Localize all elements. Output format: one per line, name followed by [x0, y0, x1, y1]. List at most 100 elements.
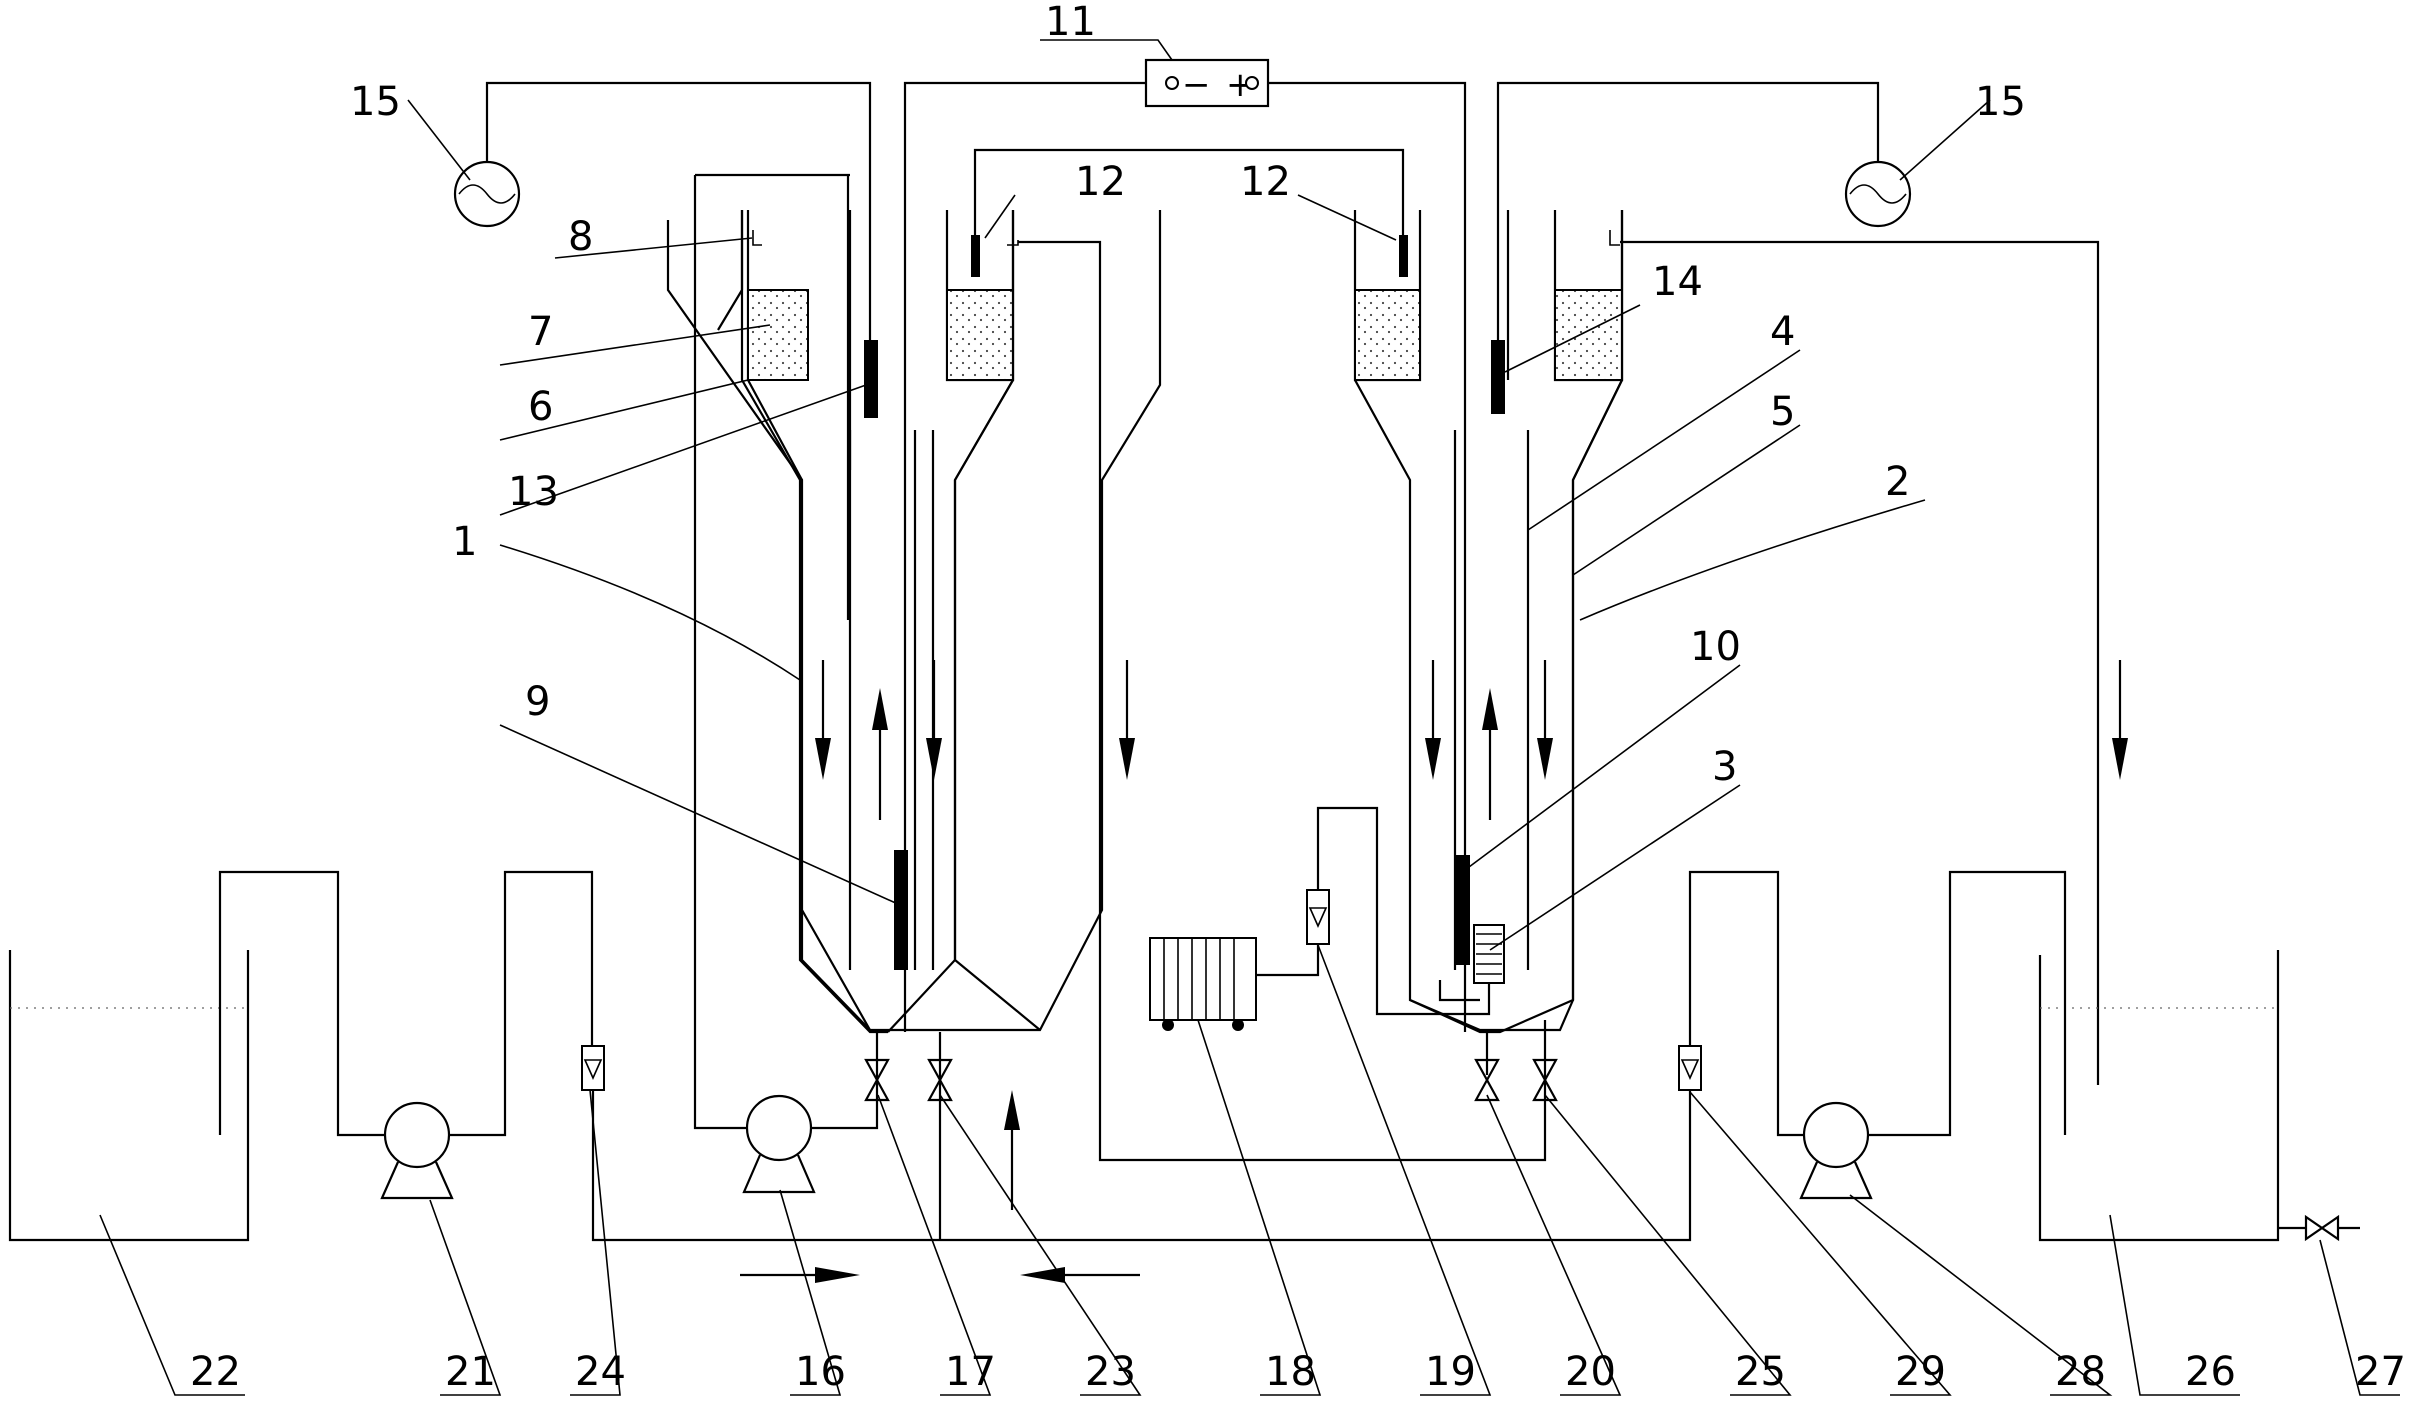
arrow-down-left-b	[926, 660, 942, 780]
label-12-right: 12	[1240, 159, 1291, 205]
leader-10	[1464, 664, 1741, 871]
label-7: 7	[528, 309, 553, 355]
arrow-down-right-a	[1425, 660, 1441, 780]
pipe-pump16-to-valve17	[811, 1032, 879, 1130]
right-outer-right	[1409, 210, 1624, 1034]
wire-electrodes-12	[973, 148, 1405, 235]
arrow-down-left-a	[815, 660, 831, 780]
label-21: 21	[445, 1349, 496, 1395]
part-labels: 15 15 11 12 12 8 7 6 13 1 9 14 4 5 2 10 …	[190, 0, 2406, 1395]
label-15-right: 15	[1975, 79, 2026, 125]
leader-5	[1572, 424, 1801, 576]
left-reactor-body	[693, 173, 850, 1130]
leader-11	[1040, 39, 1173, 61]
pump-21-base	[380, 1161, 454, 1200]
label-19: 19	[1425, 1349, 1476, 1395]
pipe-air-pump-to-meter19	[1256, 944, 1320, 977]
pipe-pump21-to-meter24	[449, 870, 594, 1137]
label-23: 23	[1085, 1349, 1136, 1395]
left-filter-media-b	[946, 289, 1014, 381]
ammeter-right-wave-icon	[1849, 184, 1907, 204]
leader-23	[939, 1094, 1142, 1396]
valve-27-icon	[2304, 1214, 2340, 1242]
air-pump-wheel-left	[1162, 1019, 1174, 1031]
flowmeter-29-indicator-icon	[1680, 1059, 1700, 1080]
electrode-13	[864, 340, 878, 418]
left-reactor-bottom-cone	[800, 910, 1041, 1031]
label-24: 24	[575, 1349, 626, 1395]
label-29: 29	[1895, 1349, 1946, 1395]
label-8: 8	[568, 214, 593, 260]
wiring: − +	[453, 58, 1912, 1032]
arrow-up-left	[872, 688, 888, 820]
right-reactor-bottom-lip	[1438, 980, 1480, 1002]
label-13: 13	[508, 469, 559, 515]
pipe-left-effluent	[1018, 240, 1547, 1162]
leader-25	[1544, 1094, 1792, 1396]
left-reactor-second-funnel	[953, 379, 1014, 910]
leader-28	[1849, 1194, 2113, 1396]
air-pump-18	[1149, 937, 1257, 1021]
valves	[864, 1058, 2340, 1242]
power-terminal-plus	[1245, 76, 1259, 90]
left-filter-media-a	[747, 289, 809, 381]
leader-12-right	[1297, 194, 1397, 241]
leader-20	[1486, 1094, 1622, 1396]
leader-29	[1689, 1091, 1952, 1396]
valve-17-icon	[864, 1058, 890, 1102]
leader-15-right	[1899, 99, 1991, 181]
reactor-outlines	[740, 210, 1624, 1034]
air-pump-18-fins	[1163, 938, 1235, 1020]
pump-21	[383, 1101, 451, 1169]
right-filter-media-a	[1354, 289, 1421, 381]
pipe-feed-main	[591, 1090, 1692, 1242]
electrode-14	[1491, 340, 1505, 414]
left-recirc-downpipe	[693, 175, 748, 1130]
leader-16	[779, 1189, 842, 1396]
leader-14	[1504, 304, 1641, 373]
arrow-left-bottom	[1020, 1267, 1140, 1283]
leader-2	[1579, 499, 1926, 621]
left-outer-left	[740, 210, 888, 1034]
leader-lines	[99, 39, 2400, 1396]
leader-7	[499, 324, 771, 366]
label-5: 5	[1770, 389, 1795, 435]
leader-4	[1527, 349, 1801, 531]
label-28: 28	[2055, 1349, 2106, 1395]
aerator-3	[1473, 924, 1505, 984]
pipe-tank22-to-pump21	[218, 870, 385, 1137]
leader-12-left	[984, 194, 1016, 239]
pipe-tank26-to-pump28	[1868, 870, 2067, 1137]
leader-13	[499, 384, 867, 516]
valve-25-icon	[1532, 1058, 1558, 1102]
leader-8	[554, 237, 753, 259]
label-25: 25	[1735, 1349, 1786, 1395]
leader-27	[2319, 1239, 2400, 1396]
pipe-air-to-aerator	[1316, 806, 1491, 1016]
arrow-up-right	[1482, 688, 1498, 820]
flowmeter-24-indicator-icon	[583, 1059, 603, 1080]
leader-21	[429, 1199, 502, 1396]
pump-28	[1802, 1101, 1870, 1169]
ammeter-left-wave-icon	[458, 184, 516, 204]
label-1: 1	[452, 519, 477, 565]
label-11: 11	[1045, 0, 1096, 45]
valve-20-icon	[1474, 1058, 1500, 1102]
pump-16	[745, 1094, 813, 1162]
flowmeter-19-indicator-icon	[1308, 907, 1328, 928]
arrow-up-bottom	[1004, 1090, 1020, 1210]
arrow-down-far-right	[2112, 660, 2128, 780]
pump-28-base	[1799, 1161, 1873, 1200]
tank-22	[8, 950, 250, 1242]
pump-16-base	[742, 1154, 816, 1194]
tank-26	[2038, 950, 2280, 1242]
label-9: 9	[525, 679, 550, 725]
leader-9	[499, 724, 901, 906]
flow-arrows	[740, 660, 2128, 1283]
label-15-left: 15	[350, 79, 401, 125]
pipe-pump28-to-meter29	[1688, 870, 1804, 1137]
valve-23-icon	[927, 1058, 953, 1102]
wire-ammeter-right	[1496, 81, 1880, 340]
wire-ammeter-left	[485, 81, 872, 340]
label-17: 17	[945, 1349, 996, 1395]
